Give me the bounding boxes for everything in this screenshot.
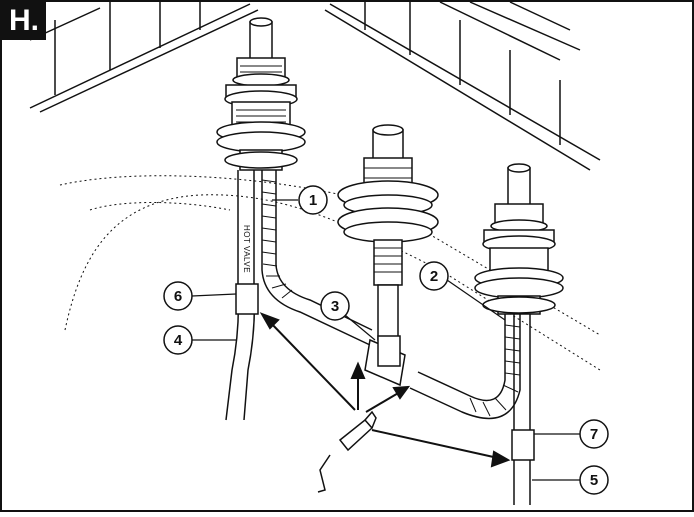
tee-fitting [364,335,406,387]
hot-valve-threads [236,65,286,123]
spout-shank [337,124,439,341]
callout-3: 3 [320,291,350,321]
step-badge: H. [2,2,46,40]
spout-threads [364,167,412,273]
callout-4: 4 [163,325,193,355]
supply-tubes [225,170,535,505]
callout-4-label: 4 [174,332,183,349]
heat-arrows [259,312,511,468]
callout-5-label: 5 [590,472,598,489]
callout-6-label: 6 [174,288,182,305]
callout-2: 2 [419,261,449,291]
callout-1: 1 [298,185,328,215]
callout-3-label: 3 [331,298,339,315]
tile-wall [29,1,601,171]
hot-valve [216,17,306,171]
callout-2-label: 2 [430,268,438,285]
flex-hoses [261,170,521,420]
hose-ribs [261,179,521,417]
callout-1-label: 1 [309,192,317,209]
callout-5: 5 [579,465,609,495]
callout-6: 6 [163,281,193,311]
callout-leaders [191,199,580,481]
callout-7-label: 7 [590,426,598,443]
hot-valve-pipe-label: HOT VALVE [242,225,251,273]
cold-valve [474,163,564,315]
callout-7: 7 [579,419,609,449]
soldering-torch [317,410,377,493]
